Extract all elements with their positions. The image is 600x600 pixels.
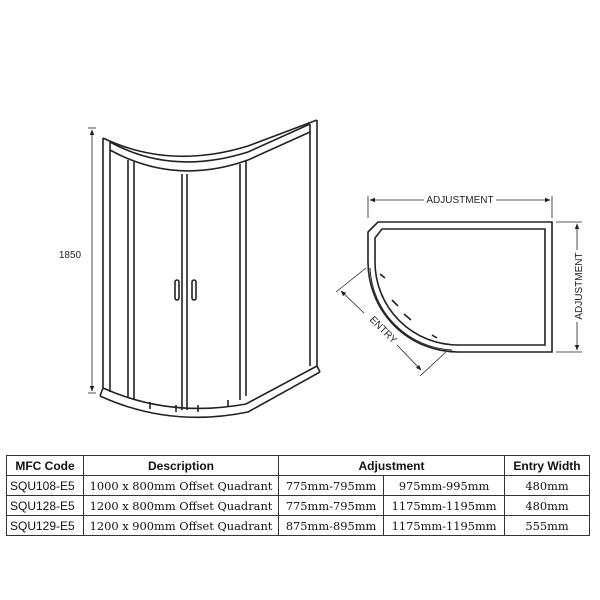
cell-entry-width: 555mm	[504, 515, 590, 536]
header-mfc-code: MFC Code	[6, 455, 84, 476]
shower-enclosure-elevation	[99, 119, 321, 419]
table-row: SQU108-E5 1000 x 800mm Offset Quadrant 7…	[6, 475, 590, 496]
table-header-row: MFC Code Description Adjustment Entry Wi…	[6, 455, 590, 476]
header-adjustment: Adjustment	[278, 455, 505, 476]
shower-plan-view	[367, 221, 553, 353]
cell-adjustment-2: 975mm-995mm	[383, 475, 505, 496]
cell-description: 1000 x 800mm Offset Quadrant	[83, 475, 279, 496]
top-adjustment-dimension	[367, 196, 553, 218]
header-description: Description	[83, 455, 279, 476]
cell-entry-width: 480mm	[504, 495, 590, 516]
cell-code: SQU128-E5	[6, 495, 84, 516]
cell-description: 1200 x 900mm Offset Quadrant	[83, 515, 279, 536]
entry-label: ENTRY	[367, 314, 399, 346]
cell-entry-width: 480mm	[504, 475, 590, 496]
entry-dimension	[335, 267, 447, 377]
cell-adjustment-1: 775mm-795mm	[277, 495, 385, 516]
cell-adjustment-1: 775mm-795mm	[277, 475, 385, 496]
technical-drawing: 1850 ADJUSTMENT ADJUSTMENT ENTRY	[59, 119, 585, 419]
table-row: SQU129-E5 1200 x 900mm Offset Quadrant 8…	[6, 515, 590, 536]
cell-code: SQU108-E5	[6, 475, 84, 496]
cell-code: SQU129-E5	[6, 515, 84, 536]
cell-adjustment-1: 875mm-895mm	[277, 515, 385, 536]
top-adjustment-label: ADJUSTMENT	[426, 195, 493, 206]
cell-adjustment-2: 1175mm-1195mm	[383, 495, 505, 516]
cell-adjustment-2: 1175mm-1195mm	[383, 515, 505, 536]
height-dimension	[88, 127, 96, 394]
specification-table: MFC Code Description Adjustment Entry Wi…	[6, 455, 590, 536]
side-adjustment-label: ADJUSTMENT	[574, 252, 585, 319]
height-label: 1850	[59, 250, 82, 261]
side-adjustment-dimension	[556, 221, 582, 353]
header-entry-width: Entry Width	[504, 455, 590, 476]
table-row: SQU128-E5 1200 x 800mm Offset Quadrant 7…	[6, 495, 590, 516]
cell-description: 1200 x 800mm Offset Quadrant	[83, 495, 279, 516]
